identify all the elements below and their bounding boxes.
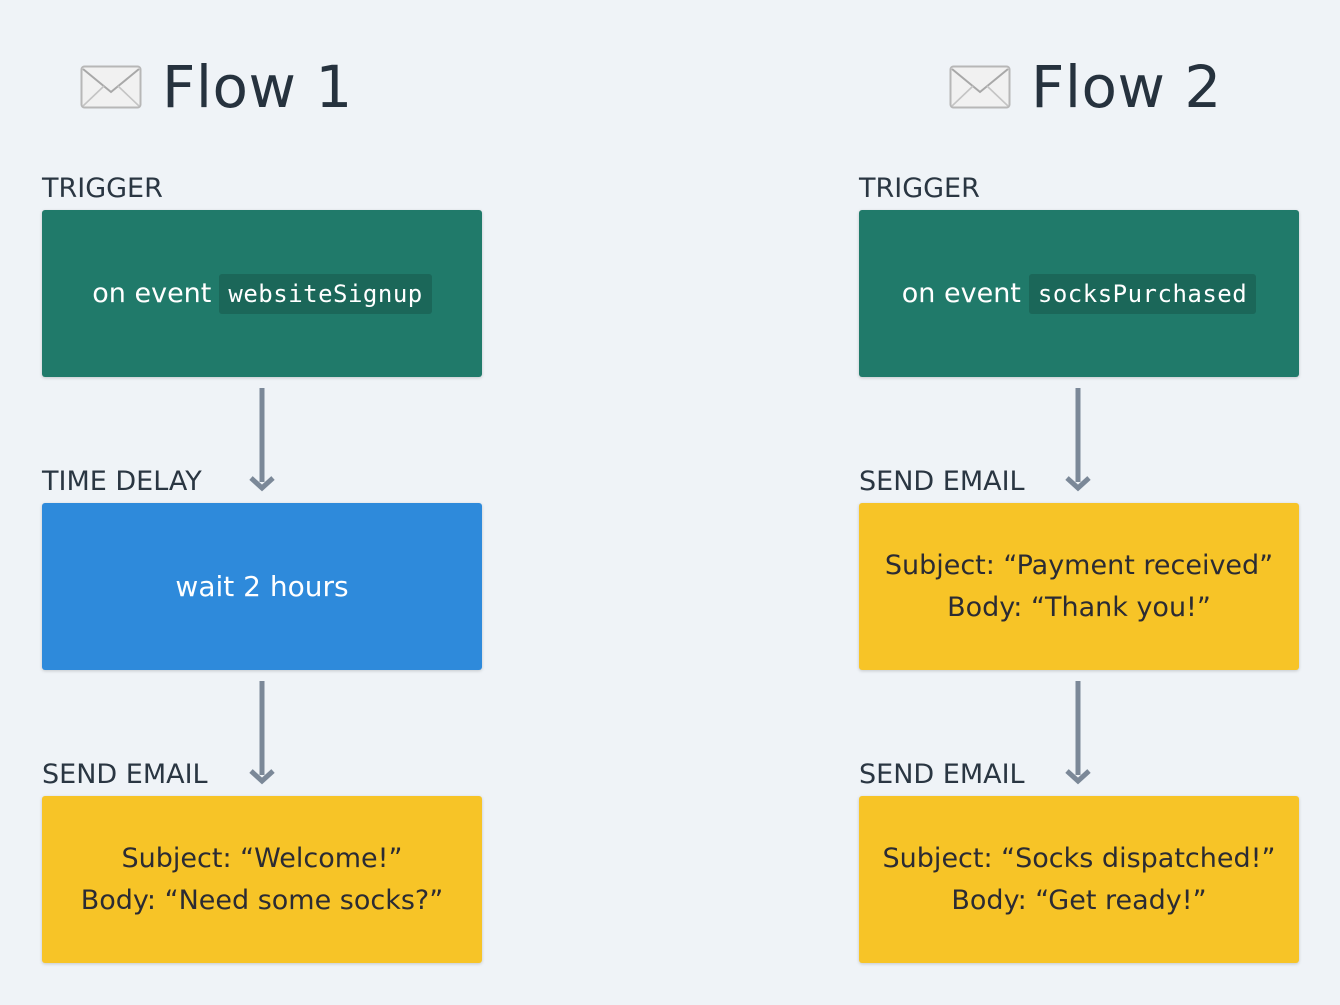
send-email-label: SEND EMAIL — [859, 759, 1025, 790]
arrow-down-icon — [249, 388, 275, 492]
time-delay-label: TIME DELAY — [42, 466, 202, 497]
send-email-label: SEND EMAIL — [42, 759, 208, 790]
email-body: Body: “Get ready!” — [951, 884, 1207, 916]
flow-2-title: Flow 2 — [949, 52, 1222, 122]
email-body: Body: “Need some socks?” — [80, 884, 444, 916]
arrow-down-icon — [1065, 388, 1091, 492]
envelope-icon — [80, 65, 142, 109]
flow-title-text: Flow 2 — [1031, 53, 1222, 121]
email-body: Body: “Thank you!” — [947, 591, 1211, 623]
email-subject: Subject: “Socks dispatched!” — [882, 842, 1276, 874]
send-email-box[interactable]: Subject: “Socks dispatched!” Body: “Get … — [859, 796, 1299, 963]
flow-1-title: Flow 1 — [80, 52, 353, 122]
envelope-icon — [949, 65, 1011, 109]
trigger-box[interactable]: on event socksPurchased — [859, 210, 1299, 377]
send-email-box[interactable]: Subject: “Welcome!” Body: “Need some soc… — [42, 796, 482, 963]
delay-text: wait 2 hours — [175, 570, 349, 603]
arrow-down-icon — [1065, 681, 1091, 785]
trigger-prefix: on event — [92, 278, 212, 309]
send-email-label: SEND EMAIL — [859, 466, 1025, 497]
email-subject: Subject: “Welcome!” — [121, 842, 403, 874]
event-name: websiteSignup — [219, 273, 432, 314]
send-email-box[interactable]: Subject: “Payment received” Body: “Thank… — [859, 503, 1299, 670]
trigger-label: TRIGGER — [42, 173, 163, 204]
trigger-box[interactable]: on event websiteSignup — [42, 210, 482, 377]
flow-title-text: Flow 1 — [162, 53, 353, 121]
email-subject: Subject: “Payment received” — [884, 549, 1274, 581]
arrow-down-icon — [249, 681, 275, 785]
event-name: socksPurchased — [1028, 273, 1257, 314]
trigger-prefix: on event — [901, 278, 1021, 309]
time-delay-box[interactable]: wait 2 hours — [42, 503, 482, 670]
trigger-label: TRIGGER — [859, 173, 980, 204]
